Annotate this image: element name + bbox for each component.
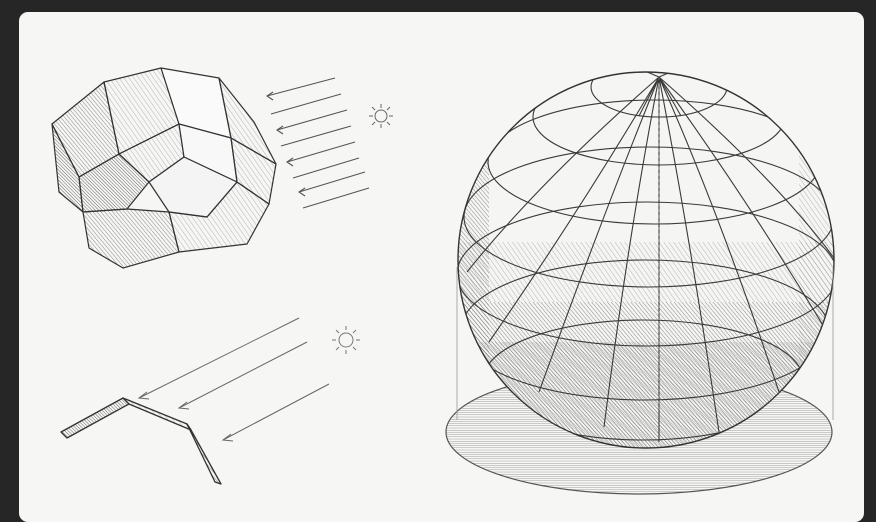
sketch-illustration [19, 12, 864, 522]
light-rays-upper [267, 78, 369, 208]
drawing-card [19, 12, 864, 522]
faceted-polyhedron [52, 68, 276, 268]
bent-plane [61, 398, 221, 484]
light-rays-lower [139, 318, 329, 441]
sun-icon-lower [332, 326, 360, 354]
sun-icon-upper [369, 104, 393, 128]
